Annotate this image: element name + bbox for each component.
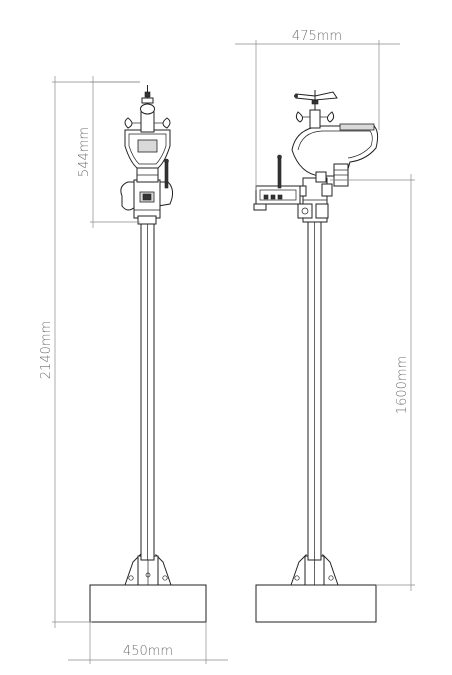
side-base-flange bbox=[290, 553, 339, 586]
front-base-flange bbox=[124, 553, 172, 586]
front-sensor-head bbox=[124, 85, 171, 183]
side-mount-clamp bbox=[295, 177, 333, 223]
base-width-label: 450mm bbox=[123, 644, 173, 659]
front-pole bbox=[140, 219, 155, 561]
front-base-block bbox=[89, 584, 207, 623]
total-height-label: 2140mm bbox=[39, 321, 54, 379]
side-view bbox=[253, 90, 379, 623]
front-console-bracket bbox=[120, 158, 174, 225]
dimension-lines bbox=[52, 40, 415, 664]
side-console-box bbox=[253, 154, 301, 211]
side-pole bbox=[307, 214, 322, 561]
head-height-label: 544mm bbox=[77, 127, 92, 177]
head-width-label: 475mm bbox=[292, 29, 342, 44]
side-base-block bbox=[255, 584, 377, 623]
side-sensor-head bbox=[291, 90, 379, 187]
front-view bbox=[89, 85, 207, 623]
mount-height-label: 1600mm bbox=[395, 356, 410, 414]
